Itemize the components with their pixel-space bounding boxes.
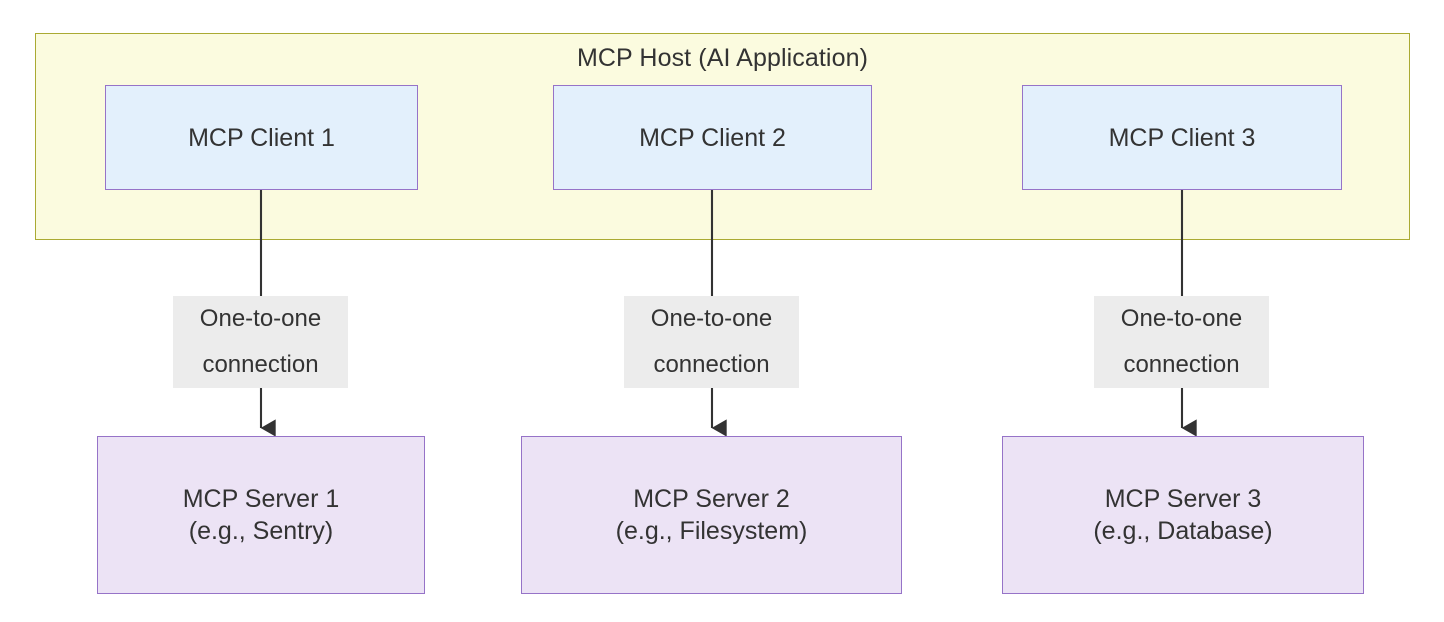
mcp-client-2-node[interactable]: MCP Client 2 [553,85,872,190]
mcp-server-2-example: (e.g., Filesystem) [615,517,808,545]
edge-label-1: One-to-one connection [173,296,348,388]
mcp-client-2-label: MCP Client 2 [639,123,786,152]
edge-label-2: One-to-one connection [624,296,799,388]
mcp-server-1-node[interactable]: MCP Server 1 (e.g., Sentry) [97,436,425,594]
mcp-server-2-node[interactable]: MCP Server 2 (e.g., Filesystem) [521,436,902,594]
mcp-host-title: MCP Host (AI Application) [576,44,869,72]
mcp-server-3-node[interactable]: MCP Server 3 (e.g., Database) [1002,436,1364,594]
mcp-server-3-name: MCP Server 3 [1104,485,1262,513]
mcp-client-3-node[interactable]: MCP Client 3 [1022,85,1342,190]
mcp-server-1-example: (e.g., Sentry) [188,517,334,545]
mcp-server-1-name: MCP Server 1 [182,485,340,513]
edge-label-3: One-to-one connection [1094,296,1269,388]
mcp-server-2-name: MCP Server 2 [633,485,790,513]
mcp-client-1-node[interactable]: MCP Client 1 [105,85,418,190]
mcp-client-1-label: MCP Client 1 [188,123,335,152]
mcp-server-3-example: (e.g., Database) [1093,517,1273,545]
mcp-client-3-label: MCP Client 3 [1108,123,1256,152]
